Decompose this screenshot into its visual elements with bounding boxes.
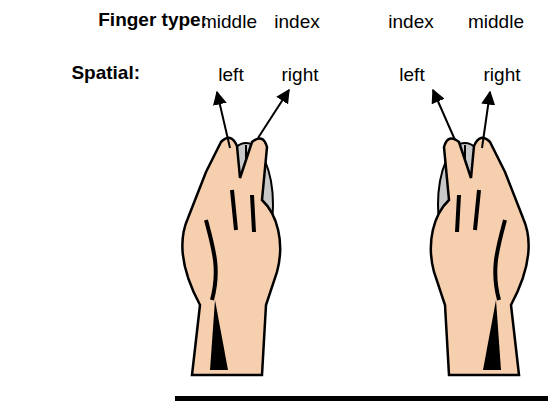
hand: [431, 138, 529, 375]
spatial-label: left: [399, 65, 424, 84]
arrow: [433, 90, 455, 140]
spatial-label: left: [218, 65, 243, 84]
hand-shading: [457, 190, 505, 300]
arrow: [258, 90, 289, 138]
spatial-label: right: [484, 65, 521, 84]
finger-arrows: [217, 90, 490, 148]
wrist-shadow: [210, 300, 228, 370]
arrow: [482, 92, 490, 148]
hand: [182, 138, 280, 375]
finger-label: middle: [468, 12, 524, 31]
row-header: Spatial:: [71, 63, 140, 82]
arrow: [217, 92, 230, 148]
wrist-shadow: [483, 300, 501, 370]
finger-label: index: [388, 12, 433, 31]
spatial-label: right: [282, 65, 319, 84]
right-hand: [431, 138, 529, 375]
row-header: Finger type:: [98, 10, 207, 29]
baseline-bar: [175, 396, 548, 401]
finger-label: middle: [201, 12, 257, 31]
left-hand: [182, 138, 280, 375]
hand-shading: [206, 190, 254, 300]
finger-label: index: [274, 12, 319, 31]
